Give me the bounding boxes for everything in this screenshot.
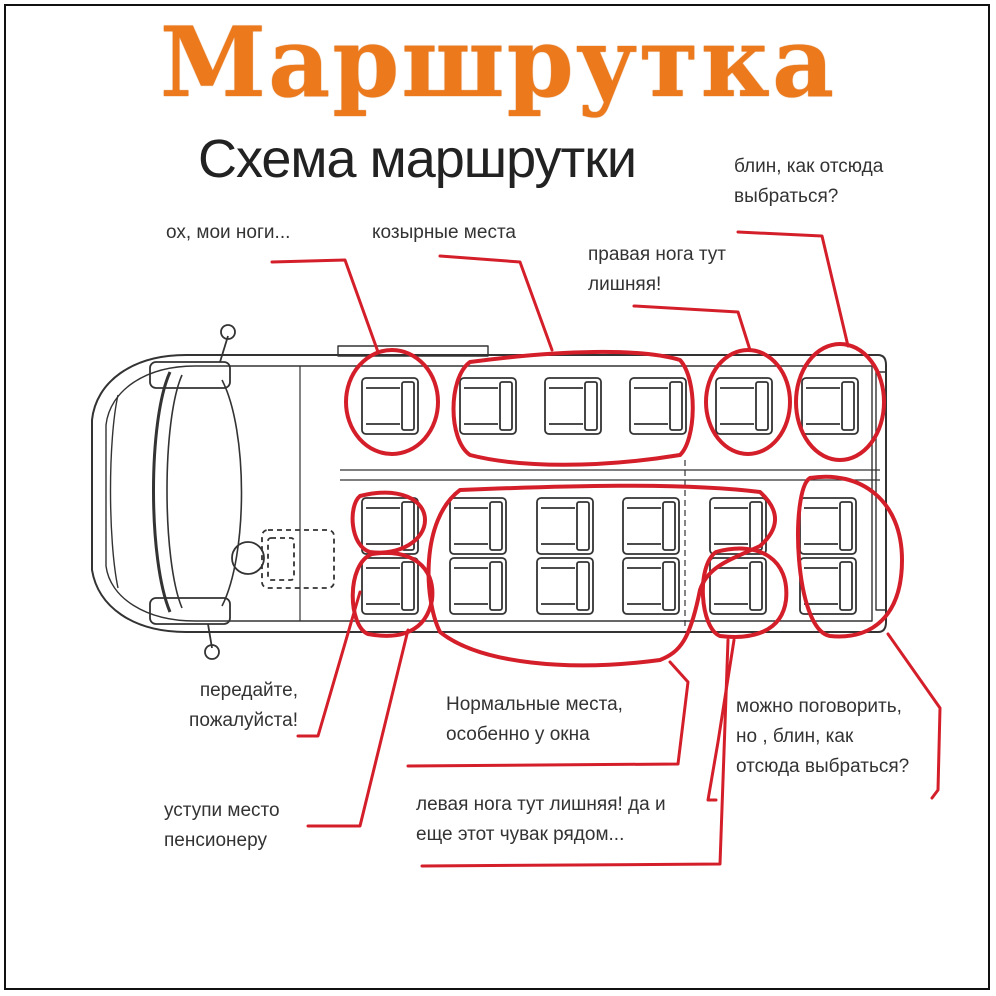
highlight-back-seat-bottom [796,474,904,639]
highlight-right-leg-seat [704,348,792,456]
seat-bottom-lower-2 [449,557,507,615]
seat-top-2 [459,377,517,435]
highlights [344,342,904,668]
leader-my-legs [270,258,380,354]
seat-bottom-lower-6 [799,557,857,615]
seat-bottom-upper-4 [622,497,680,555]
mirror-arm-bottom [207,623,213,649]
annotation-how-to-get-out: блин, как отсюда выбраться? [734,156,884,207]
annotation-best-seats: козырные места [372,222,516,243]
mirror-top [149,361,231,389]
annotation-normal-seats: Нормальные места, особенно у окна [446,694,623,745]
annotation-my-legs: ох, мои ноги... [166,222,291,243]
annotation-can-talk: можно поговорить, но , блин, как отсюда … [736,696,910,777]
minibus-outline [91,345,887,633]
front-hood-line [109,394,119,589]
annotation-pass-please: передайте, пожалуйста! [189,680,298,731]
leader-right-leg [632,304,752,352]
seat-top-3 [544,377,602,435]
highlight-middle-bottom-seat [700,546,789,639]
highlight-best-seats [451,349,695,467]
seat-bottom-lower-3 [536,557,594,615]
steering-wheel [231,541,265,575]
windshield-inner [166,374,183,609]
annotation-left-leg: левая нога тут лишняя! да и еще этот чув… [416,794,666,845]
driver-seat [261,529,335,589]
page-border [4,4,990,990]
dashboard-line [221,379,243,607]
leader-best-seats [438,254,554,352]
annotation-right-leg: правая нога тут лишняя! [588,244,726,295]
seat-bottom-lower-4 [622,557,680,615]
highlight-normal-seats [426,483,777,668]
leader-left-leg [420,638,730,868]
leader-give-up-seat [306,628,410,828]
bus-body-inner [105,365,873,622]
rear-door [875,371,887,611]
mirror-bottom [149,597,231,625]
highlight-front-seat-bottom-upper [350,490,427,555]
driver-area [149,324,335,660]
seat-top-1 [361,377,419,435]
seats [361,377,859,615]
seat-bottom-lower-1 [361,557,419,615]
driver-seat-back [267,537,295,581]
bus-body [91,354,887,633]
seat-bottom-upper-2 [449,497,507,555]
diagram-subtitle: Схема маршрутки [198,129,637,189]
mirror-arm-top [219,335,229,363]
leader-can-talk-right [886,632,942,800]
annotation-give-up-seat: уступи место пенсионеру [164,800,280,851]
seat-top-4 [629,377,687,435]
leader-can-talk [706,638,736,802]
highlight-back-seat-top [794,342,886,462]
leader-how-to-get-out [736,230,850,348]
leader-pass-please [296,590,362,738]
seat-bottom-upper-6 [799,497,857,555]
leader-lines [270,230,942,868]
mirror-head-top [220,324,236,340]
highlight-front-seat-bottom-lower [350,550,435,638]
windshield [152,371,172,613]
highlight-front-seat-top [344,348,440,456]
seat-top-5 [715,377,773,435]
seat-top-6 [801,377,859,435]
page-title: Маршрутка [159,6,837,119]
mirror-head-bottom [204,644,220,660]
seat-bottom-upper-3 [536,497,594,555]
leader-normal-seats [406,660,690,768]
